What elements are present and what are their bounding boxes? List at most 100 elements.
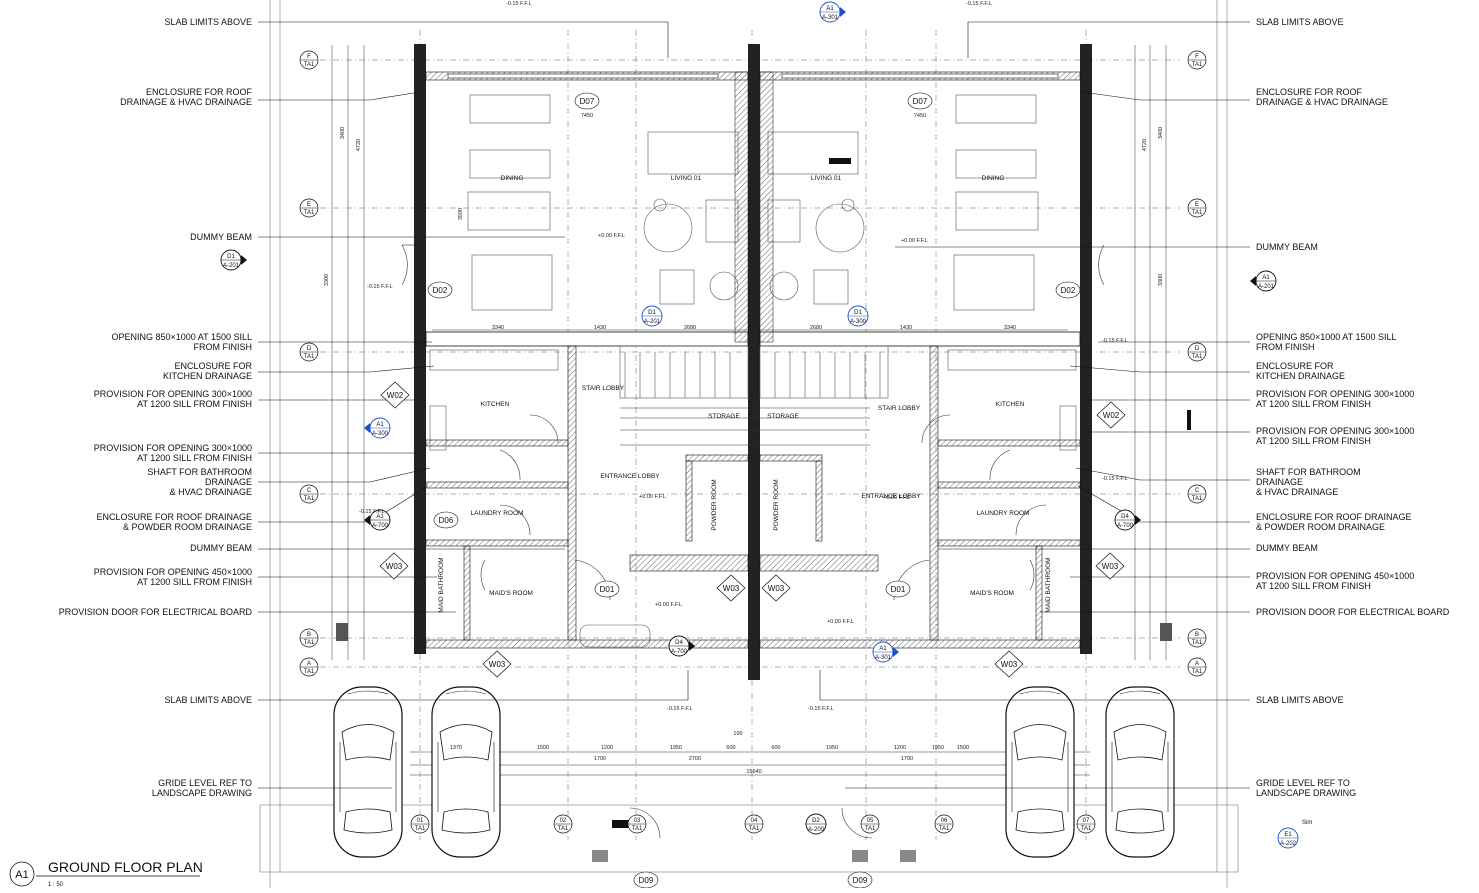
annotation-text: SHAFT FOR BATHROOM [1256,467,1361,477]
section-marker-id: A1 [826,6,834,12]
annotation-text: & POWDER ROOM DRAINAGE [123,522,252,532]
annotation-text: PROVISION FOR OPENING 450×1000 [94,567,252,577]
door-tag-label: D01 [600,585,615,594]
section-marker: D4A-700 [1114,509,1141,531]
room-label: KITCHEN [481,401,510,408]
annotation-text: KITCHEN DRAINAGE [163,371,252,381]
door-tag: D07 [907,92,933,110]
annotation-text: SHAFT FOR BATHROOM [147,467,252,477]
annotation-text: ENCLOSURE FOR [1256,361,1334,371]
grid-bubble-label: A [1195,661,1199,667]
section-marker: D1A-201 [220,249,247,271]
dimension-text: 1950 [670,745,682,751]
door-tag: D01 [885,580,911,598]
annotation-text: LANDSCAPE DRAWING [152,788,252,798]
section-marker-id: A1 [1262,275,1270,281]
section-marker: A1A-300 [364,417,391,439]
section-marker-id: E1 [1284,832,1292,838]
door-tag-label: D06 [439,516,454,525]
grid-bubble-sheet: TA1 [632,826,643,832]
annotation-text: DUMMY BEAM [1256,543,1318,553]
level-text: +0.00 F.F.L [883,495,910,501]
grid-bubble: B TA1 [299,628,319,648]
window-tag: W03 [716,574,746,602]
grid-bubble-sheet: TA1 [1192,210,1203,216]
annotation-text: AT 1200 SILL FROM FINISH [137,577,252,587]
grid-bubble-sheet: TA1 [304,62,315,68]
section-marker: D1A-201 [641,305,663,327]
section-marker-sheet: A-301 [822,15,839,21]
grid-bubble-label: E [1195,202,1199,208]
room-label: ENTRANCE LOBBY [600,473,660,480]
room-label: KITCHEN [996,401,1025,408]
grid-bubble-sheet: TA1 [939,826,950,832]
grid-bubble-sheet: TA1 [865,826,876,832]
car-icon [431,686,501,858]
door-tag-label: D02 [1061,286,1076,295]
level-text: -0.15 F.F.L [1102,338,1128,344]
level-text: -0.15 F.F.L [359,509,385,515]
room-label: LIVING 01 [671,175,702,182]
section-marker-id: A1 [376,422,384,428]
door-tag: D09 [633,871,659,889]
room-label: MAID BATHROOM [1045,557,1052,612]
door-tag-label: D01 [891,585,906,594]
room-label: LAUNDRY ROOM [471,510,524,517]
annotation-text: OPENING 850×1000 AT 1500 SILL [1256,332,1397,342]
grid-bubble-sheet: TA1 [304,640,315,646]
dimension-text: 1950 [932,745,944,751]
window-tag-label: W03 [1001,660,1018,669]
annotation-text: OPENING 850×1000 AT 1500 SILL [111,332,252,342]
door-tag-label: D07 [580,97,595,106]
door-tag: D02 [1055,281,1081,299]
annotation-text: LANDSCAPE DRAWING [1256,788,1356,798]
title-block: A1 GROUND FLOOR PLAN 1 : 50 [9,859,203,888]
leader-lines-left [258,21,689,789]
room-label: STAIR LOBBY [582,385,625,392]
door-tag: D09 [847,871,873,889]
grid-bubble-sheet: TA1 [558,826,569,832]
sheet-title: GROUND FLOOR PLAN [48,859,203,875]
window-tag-label: W03 [1102,562,1119,571]
grid-bubble-sheet: TA1 [304,496,315,502]
annotation-text: DUMMY BEAM [190,232,252,242]
room-label: DINING [982,175,1005,182]
annotation-text: DUMMY BEAM [1256,242,1318,252]
annotation-text: ENCLOSURE FOR [174,361,252,371]
annotation-text: FROM FINISH [194,342,253,352]
level-text: -0.15 F.F.L [367,284,393,290]
section-marker: A1A-700 [364,509,391,531]
grid-bubble-label: B [307,632,311,638]
grid-bubble-label: A [307,661,311,667]
grid-bubble-label: 07 [1083,818,1090,824]
dimension-text: 2700 [689,756,701,762]
leader-lines-right [819,21,1250,789]
annotation-text: & HVAC DRAINAGE [170,487,252,497]
window-tag-label: W03 [386,562,403,571]
dimension-text: 7450 [914,113,926,119]
dimension-text: 3400 [340,127,346,139]
grid-bubbles: FTA1FTA1ETA1ETA1DTA1DTA1CTA1CTA1BTA1BTA1… [299,50,1207,834]
section-note: Sim [1302,820,1312,826]
section-marker-sheet: A-201 [644,319,661,325]
annotation-text: SLAB LIMITS ABOVE [1256,17,1344,27]
grid-bubble-label: F [307,54,311,60]
grid-bubble: F TA1 [299,50,319,70]
level-text: -0.15 F.F.L [966,1,992,7]
dimension-text: 1700 [594,756,606,762]
section-marker-sheet: A-301 [875,655,892,661]
door-swings [401,244,1105,839]
car-icon [1005,686,1075,858]
room-label: MAID'S ROOM [970,590,1014,597]
section-marker-sheet: A-700 [372,523,389,529]
room-label: POWDER ROOM [711,479,718,530]
